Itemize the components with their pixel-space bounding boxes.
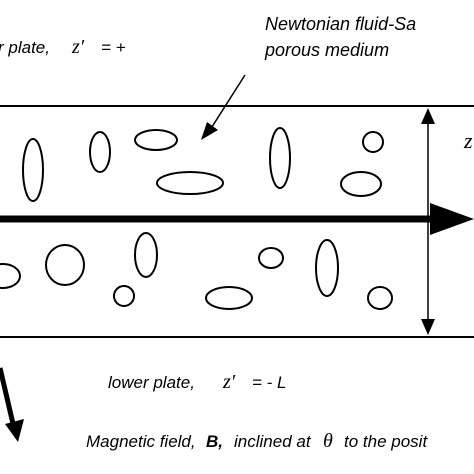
- particle: [156, 171, 224, 195]
- lower-plate-variable: z′: [222, 371, 236, 393]
- upper-plate-variable: z′: [71, 36, 85, 58]
- particle: [315, 239, 339, 297]
- magnetic-field-arrow-line: [0, 367, 17, 429]
- particle: [362, 131, 384, 153]
- particle: [89, 131, 111, 173]
- magnetic-field-symbol: B,: [206, 432, 223, 451]
- particle: [22, 138, 44, 202]
- particle: [45, 244, 85, 286]
- medium-pointer-arrowhead-icon: [201, 122, 218, 140]
- particle: [269, 127, 291, 189]
- upper-plate-label: r plate,: [0, 38, 50, 57]
- particle: [134, 232, 158, 278]
- particle: [113, 285, 135, 307]
- particle: [340, 171, 382, 197]
- dimension-arrow-up-icon: [421, 108, 435, 124]
- particle: [367, 286, 393, 310]
- theta-symbol: θ: [323, 430, 333, 452]
- medium-pointer-line: [209, 74, 246, 131]
- particle: [205, 286, 253, 310]
- particle: [0, 263, 21, 289]
- lower-plate-equation: = - L: [252, 373, 287, 392]
- magnetic-field-mid: inclined at: [234, 432, 312, 451]
- magnetic-field-suffix: to the posit: [344, 432, 428, 451]
- medium-label-line1: Newtonian fluid-Sa: [265, 14, 416, 34]
- z-axis-label: z: [463, 128, 473, 153]
- magnetic-field-arrowhead-icon: [5, 419, 24, 442]
- particle: [134, 129, 178, 151]
- magnetic-field-label: Magnetic field,: [86, 432, 196, 451]
- porous-particles: [0, 127, 393, 310]
- lower-plate-label: lower plate,: [108, 373, 195, 392]
- medium-label-line2: porous medium: [264, 40, 389, 60]
- flow-arrowhead-icon: [430, 203, 474, 235]
- particle: [258, 247, 284, 269]
- upper-plate-equation: = +: [101, 38, 126, 57]
- dimension-arrow-down-icon: [421, 319, 435, 335]
